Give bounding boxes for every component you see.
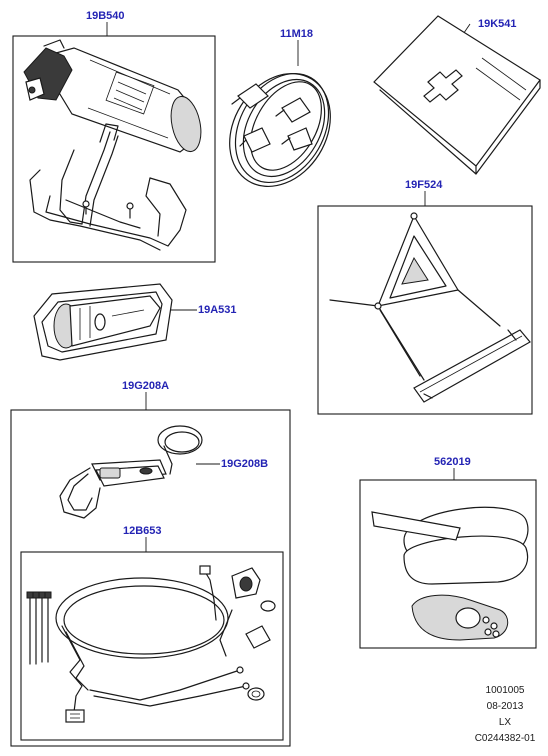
fire-extinguisher-drawing — [23, 39, 202, 251]
footer-date: 08-2013 — [487, 701, 524, 712]
torch-label[interactable]: 19A531 — [198, 304, 237, 316]
first-aid-kit-drawing — [373, 15, 541, 175]
phone-kit-label[interactable]: 19G208A — [122, 380, 169, 392]
fire-extinguisher-label[interactable]: 19B540 — [86, 10, 125, 22]
key-pouch-label[interactable]: 562019 — [434, 456, 471, 468]
phone-handset-callout: 19G208B — [196, 458, 268, 470]
wiring-harness-drawing — [26, 565, 276, 723]
phone-handset-label[interactable]: 19G208B — [221, 458, 268, 470]
warning-triangle-box — [317, 205, 533, 415]
warning-triangle-group: 19F524 — [317, 179, 533, 415]
footer-drawing-number: C0244382-01 — [475, 733, 536, 744]
first-aid-kit-group: 19K541 — [373, 15, 541, 175]
booster-cables-group: 11M18 — [229, 28, 331, 188]
phone-kit-box — [10, 409, 291, 747]
first-aid-kit-label[interactable]: 19K541 — [478, 18, 517, 30]
fire-extinguisher-group: 19B540 — [12, 10, 216, 263]
torch-drawing — [33, 283, 173, 361]
footer-model: LX — [499, 717, 512, 728]
drawing-footer: 1001005 08-2013 LX C0244382-01 — [475, 685, 536, 744]
phone-kit-group: 19G208A 19G208B 12B653 — [10, 380, 291, 747]
warning-triangle-label[interactable]: 19F524 — [405, 179, 443, 191]
wiring-harness-group: 12B653 — [20, 525, 284, 741]
torch-group: 19A531 — [33, 283, 237, 361]
wiring-harness-box — [20, 551, 284, 741]
footer-ref: 1001005 — [486, 685, 525, 696]
booster-cables-label[interactable]: 11M18 — [280, 28, 313, 40]
booster-cables-drawing — [229, 72, 331, 188]
phone-handset-drawing — [59, 425, 203, 519]
fire-extinguisher-box — [12, 35, 216, 263]
warning-triangle-drawing — [329, 212, 531, 403]
key-pouch-box — [359, 479, 537, 649]
key-pouch-group: 562019 — [359, 456, 537, 649]
key-pouch-drawing — [371, 506, 529, 641]
wiring-harness-label[interactable]: 12B653 — [123, 525, 162, 537]
